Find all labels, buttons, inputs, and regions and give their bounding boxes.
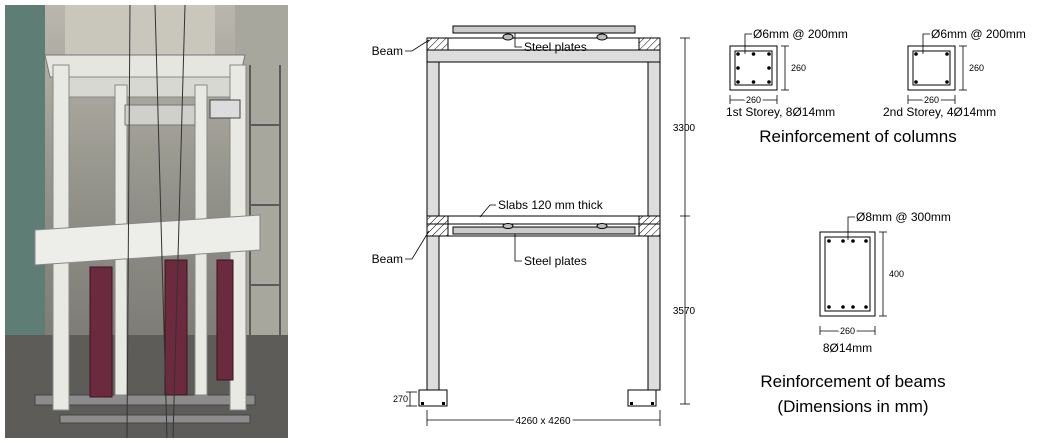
frame-elevation-diagram: 3300 3570 270 4260 x 4260 Beam Beam Stee… [372, 25, 696, 430]
dim-storey2-label: 3300 [673, 123, 696, 134]
col2-caption: 2nd Storey, 4Ø14mm [883, 105, 996, 119]
col2-height-label: 260 [969, 63, 984, 73]
footing-left [418, 389, 448, 407]
dim-storey1-label: 3570 [673, 306, 696, 317]
dim-plan-label: 4260 x 4260 [515, 416, 570, 427]
beams-title: Reinforcement of beams [760, 372, 945, 391]
beam-label-bottom: Beam [372, 252, 403, 266]
beam-width-label: 260 [840, 326, 855, 336]
steel-plates-label-top: Steel plates [524, 40, 587, 54]
beam-bars-label: 8Ø14mm [823, 341, 872, 355]
steel-plates-label-bottom: Steel plates [524, 254, 587, 268]
col1-caption: 1st Storey, 8Ø14mm [726, 105, 835, 119]
beam-stirrup-label: Ø8mm @ 300mm [856, 210, 951, 224]
beam-section [819, 231, 876, 317]
bottom-steel-plate [452, 226, 636, 235]
column-right-1st [647, 235, 661, 391]
top-steel-plate [452, 25, 636, 34]
column-right-2nd [647, 61, 661, 217]
column-left-2nd [426, 61, 440, 217]
footing-right [627, 389, 657, 407]
beam-label-top: Beam [372, 44, 403, 58]
col2-stirrup-label: Ø6mm @ 200mm [931, 27, 1026, 41]
top-beam [426, 49, 661, 63]
slab-thickness-label: Slabs 120 mm thick [498, 198, 604, 212]
beam-height-label: 400 [889, 269, 904, 279]
reinforcement-sections: Ø6mm @ 200mm 260 260 1st Storey, 8Ø14mm … [726, 27, 1026, 416]
dim-footing-label: 270 [393, 394, 408, 404]
col2-width-label: 260 [924, 95, 939, 105]
beams-subtitle: (Dimensions in mm) [777, 397, 928, 416]
test-frame-photo [5, 5, 288, 438]
columns-title: Reinforcement of columns [759, 127, 956, 146]
col1-stirrup-label: Ø6mm @ 200mm [753, 27, 848, 41]
col1-width-label: 260 [746, 95, 761, 105]
col1-height-label: 260 [791, 63, 806, 73]
column-left-1st [426, 235, 440, 391]
column-section-2nd [907, 45, 956, 91]
column-section-1st [729, 45, 778, 91]
